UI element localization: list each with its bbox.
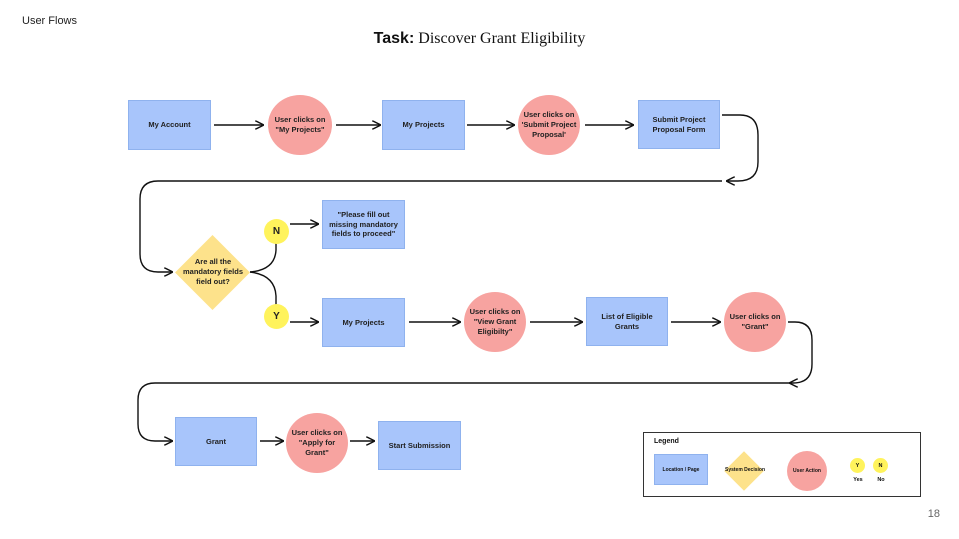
title-prefix: Task: [373, 30, 415, 47]
node-my-projects-2: My Projects [322, 298, 405, 347]
node-click-view-grant: User clicks on "View Grant Eligibilty" [464, 292, 526, 352]
legend: Legend Location / Page System Decision U… [643, 432, 921, 497]
legend-action-swatch: User Action [787, 451, 827, 491]
node-grant: Grant [175, 417, 257, 466]
badge-no: N [264, 219, 289, 244]
badge-yes: Y [264, 304, 289, 329]
node-submit-project-form: Submit Project Proposal Form [638, 100, 720, 149]
section-label: User Flows [22, 15, 78, 27]
legend-yes-label: Yes [853, 477, 863, 483]
legend-decision-label: System Decision [724, 467, 766, 473]
node-eligible-grants: List of Eligible Grants [586, 297, 668, 346]
arrow-wrap-row1-left [139, 180, 722, 272]
arrow-wrap-row2-left [137, 382, 790, 441]
title-text: Discover Grant Eligibility [418, 30, 586, 47]
node-click-apply: User clicks on "Apply for Grant" [286, 413, 348, 473]
node-fill-fields-message: "Please fill out missing mandatory field… [322, 200, 405, 249]
legend-title: Legend [654, 438, 679, 445]
node-click-my-projects: User clicks on "My Projects" [268, 95, 332, 155]
node-my-account: My Account [128, 100, 211, 150]
arrow-decision-yes [249, 271, 277, 306]
node-my-projects: My Projects [382, 100, 465, 150]
node-click-grant: User clicks on "Grant" [724, 292, 786, 352]
page-title: Task: Discover Grant Eligibility [0, 30, 959, 48]
legend-no-badge: N [873, 458, 888, 473]
page-number: 18 [927, 508, 940, 520]
legend-no-label: No [877, 477, 885, 483]
node-click-submit-project: User clicks on 'Submit Project Proposal' [518, 95, 580, 155]
arrow-wrap-row1 [722, 114, 759, 181]
arrow-decision-no [249, 232, 277, 273]
node-start-submission: Start Submission [378, 421, 461, 470]
arrow-wrap-row2 [788, 321, 813, 383]
legend-yes-badge: Y [850, 458, 865, 473]
decision-mandatory-text: Are all the mandatory fields field out? [182, 257, 243, 286]
legend-location-swatch: Location / Page [654, 454, 708, 485]
